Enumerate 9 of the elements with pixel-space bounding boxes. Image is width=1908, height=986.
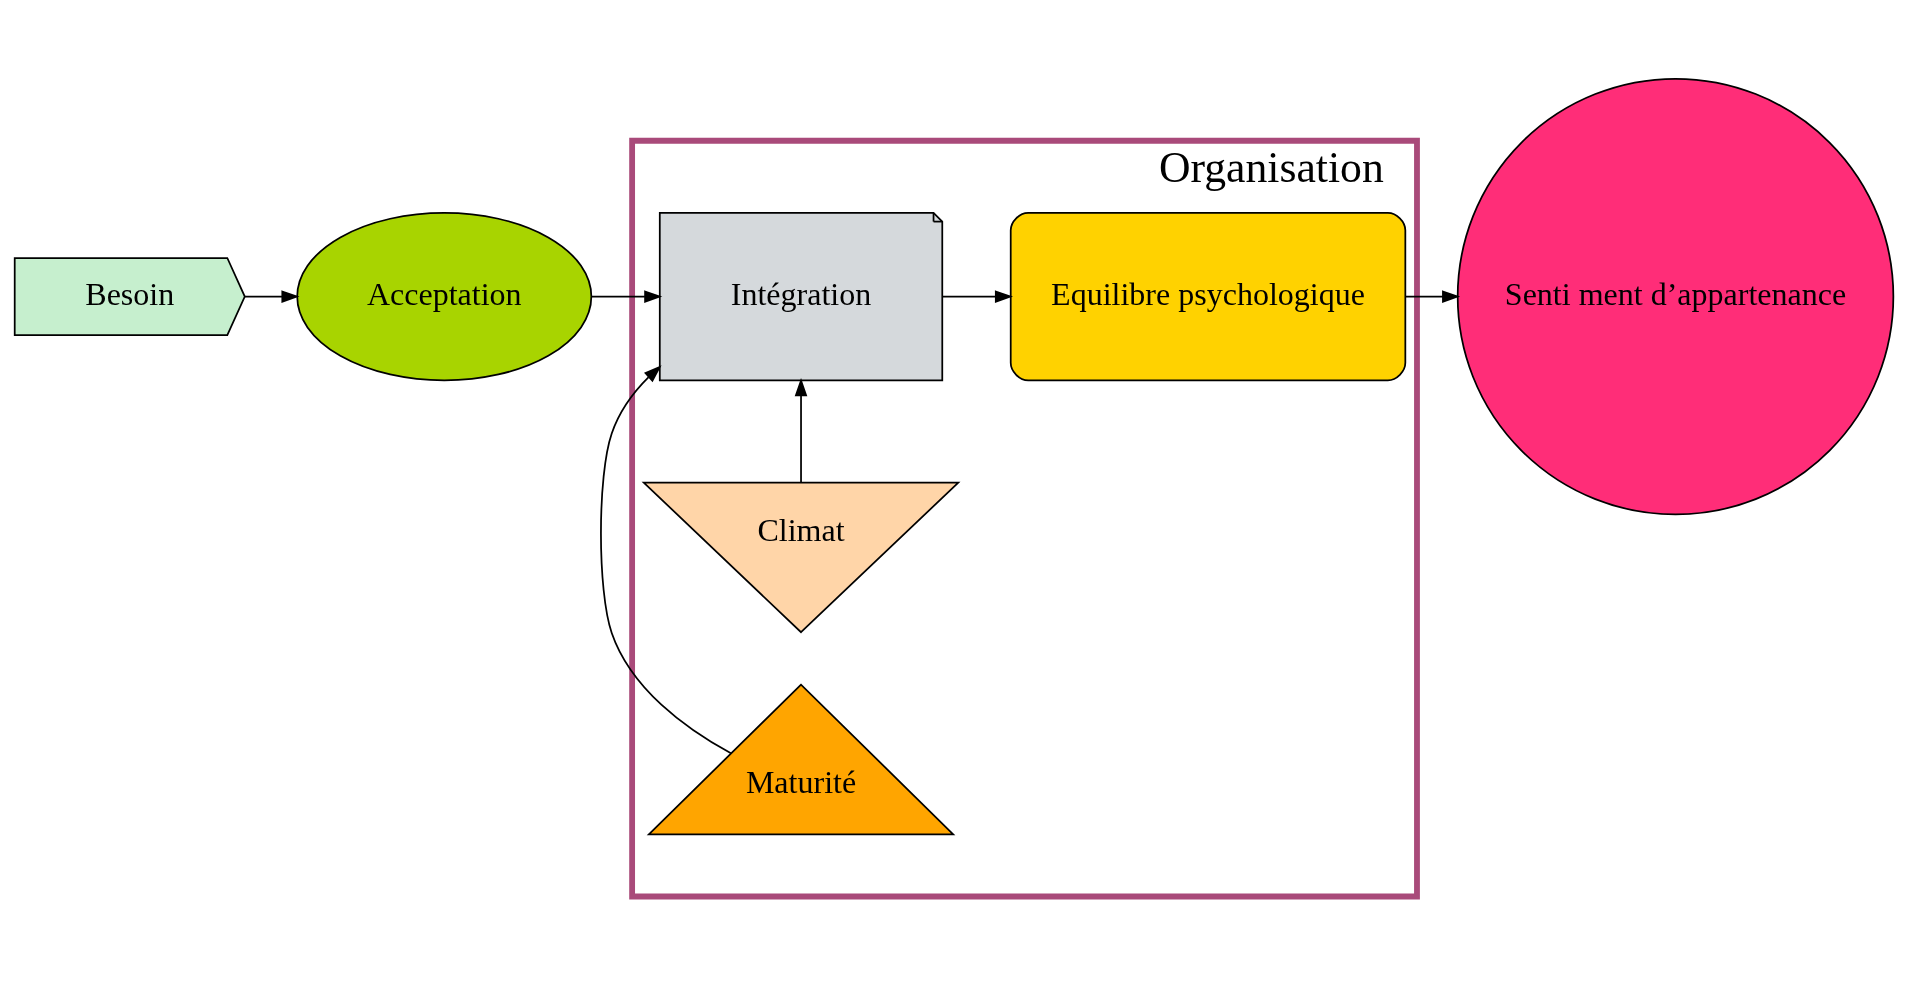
node-ellipse: Acceptation	[296, 211, 593, 381]
arrow	[1404, 289, 1461, 303]
arrow	[244, 289, 300, 303]
arrow	[600, 364, 732, 754]
arrow	[590, 289, 663, 303]
arrow	[794, 377, 808, 483]
node-box: Equilibre psychologique	[1009, 211, 1407, 381]
node-circle: Senti ment d’appartenance	[1456, 77, 1895, 515]
arrow	[941, 289, 1013, 303]
